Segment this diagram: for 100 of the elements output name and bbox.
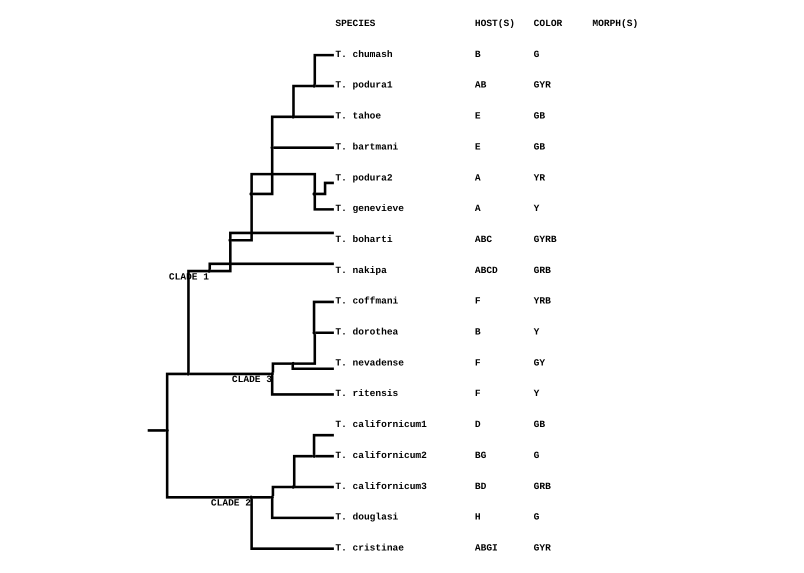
label: MORPH(S) xyxy=(592,18,638,30)
connector xyxy=(210,242,232,272)
node-text: T. tahoe xyxy=(335,110,382,122)
node-point xyxy=(292,485,295,489)
node-text: T. nakipa xyxy=(335,264,387,276)
node-text: T. chumash xyxy=(335,48,393,60)
node-point xyxy=(186,372,190,376)
connector xyxy=(312,300,334,332)
node-text: T. dorothea xyxy=(335,326,398,338)
connector xyxy=(292,84,313,116)
node-text: T. nevadense xyxy=(335,357,404,368)
connector xyxy=(250,172,316,193)
connector xyxy=(232,195,253,242)
node-label: D xyxy=(474,419,481,430)
connector xyxy=(250,498,334,550)
node-label: GB xyxy=(534,141,546,152)
node-text: T. californicum3 xyxy=(335,480,427,492)
connector xyxy=(252,149,274,196)
node-label: G xyxy=(534,450,540,461)
node-label: Y xyxy=(534,388,540,400)
node-point xyxy=(312,84,316,88)
node-label: GYRB xyxy=(534,234,557,245)
node-label: CLADE 2 xyxy=(210,498,251,509)
connector xyxy=(294,486,334,488)
node-point xyxy=(270,496,274,499)
node-label: E xyxy=(474,141,481,152)
connector xyxy=(294,116,334,118)
node-label: AB xyxy=(474,80,486,91)
node-label: GB xyxy=(534,419,546,430)
node-label: B xyxy=(474,48,481,60)
connector xyxy=(166,432,250,499)
connector xyxy=(292,454,313,486)
connector xyxy=(316,182,334,196)
node-label: Y xyxy=(534,326,540,338)
node-point xyxy=(249,192,253,196)
connector xyxy=(314,54,334,85)
node-text: T. cristinae xyxy=(335,542,404,554)
connector xyxy=(316,454,334,458)
node-label: GRB xyxy=(534,264,551,276)
node-label: GY xyxy=(534,357,546,368)
connector xyxy=(294,334,316,365)
node-label: BD xyxy=(474,480,486,492)
node-text: T. podura1 xyxy=(335,80,393,91)
node-point xyxy=(249,496,253,499)
node-label: GYR xyxy=(534,80,551,91)
connector xyxy=(272,362,292,373)
connector xyxy=(291,365,334,370)
node-point xyxy=(292,115,295,119)
node-label: GYR xyxy=(534,542,551,554)
node-text: T. podura2 xyxy=(335,172,393,184)
connector xyxy=(274,146,334,149)
node-point xyxy=(270,146,274,150)
node-point xyxy=(165,428,169,432)
connector xyxy=(312,434,334,455)
connector xyxy=(270,498,334,520)
connector xyxy=(166,372,187,430)
node-label: Y xyxy=(534,203,540,214)
node-label: G xyxy=(534,512,540,523)
connector xyxy=(314,195,334,211)
node-label: ABC xyxy=(474,234,492,245)
connector xyxy=(272,486,292,496)
connector xyxy=(316,331,334,334)
node-label: GB xyxy=(534,110,546,122)
node-label: F xyxy=(474,388,481,400)
connector xyxy=(208,262,334,270)
connector xyxy=(187,270,208,372)
node-label: B xyxy=(474,326,481,338)
node-label: E xyxy=(474,110,481,122)
connector xyxy=(252,496,271,499)
connector xyxy=(270,116,292,146)
node-label: F xyxy=(474,357,481,368)
node-point xyxy=(207,269,211,273)
node-point xyxy=(292,362,295,366)
node-point xyxy=(270,372,274,376)
node-label: F xyxy=(474,296,481,307)
connector xyxy=(148,429,166,432)
node-text: T. coffmani xyxy=(335,296,398,307)
node-point xyxy=(312,192,316,196)
label: SPECIES xyxy=(335,18,376,30)
node-text: T. californicum1 xyxy=(335,419,427,430)
node-label: A xyxy=(474,203,481,214)
node-label: GRB xyxy=(534,480,551,492)
label: HOST(S) xyxy=(474,18,515,30)
node-label: G xyxy=(534,48,540,60)
node-point xyxy=(228,238,232,242)
node-text: T. genevieve xyxy=(335,203,404,214)
node-text: T. californicum2 xyxy=(335,450,427,461)
connector xyxy=(270,375,334,396)
node-label: BG xyxy=(474,450,486,461)
node-text: T. ritensis xyxy=(335,388,398,400)
node-label: A xyxy=(474,172,481,184)
connector xyxy=(316,84,334,88)
connector xyxy=(190,372,271,376)
label: COLOR xyxy=(534,18,562,30)
node-label: H xyxy=(474,512,481,523)
node-label: YR xyxy=(534,172,546,184)
node-point xyxy=(312,454,316,458)
node-text: T. boharti xyxy=(335,234,393,245)
node-point xyxy=(312,331,316,334)
node-label: ABCD xyxy=(474,264,498,276)
